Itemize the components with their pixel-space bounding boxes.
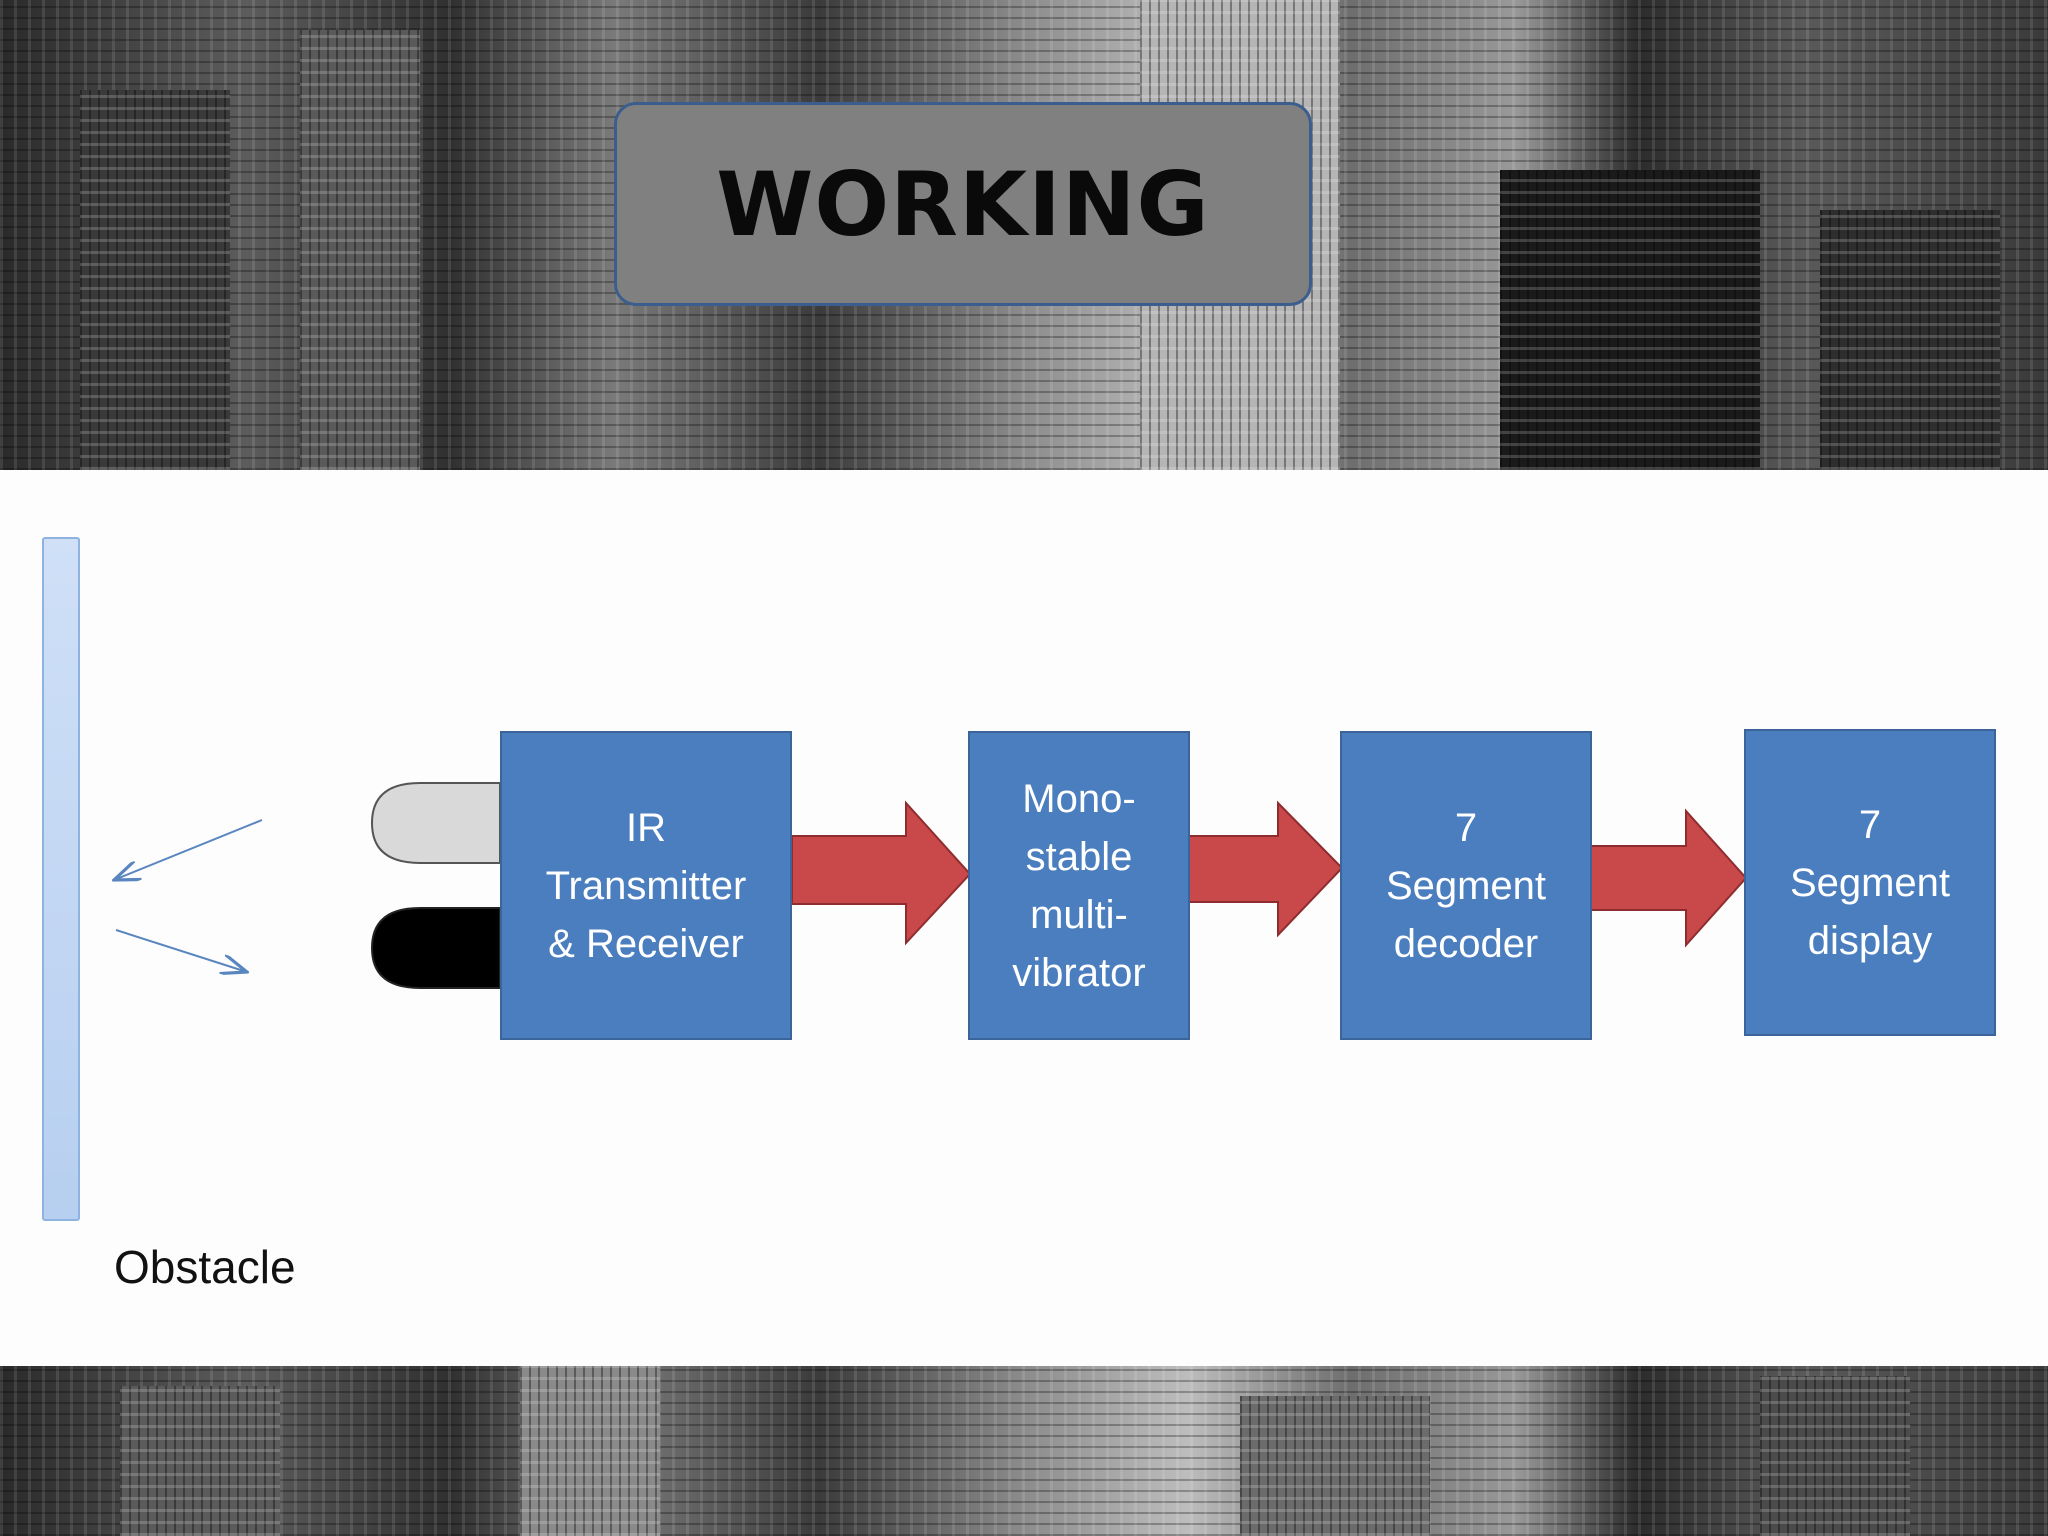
ir-ray-emitted bbox=[115, 929, 247, 972]
obstacle-label: Obstacle bbox=[114, 1241, 296, 1293]
obstacle-bar bbox=[42, 537, 80, 1221]
ir-receiver-led bbox=[370, 907, 501, 989]
arrow-decoder-to-display bbox=[1589, 808, 1748, 948]
title-box: WORKING bbox=[614, 102, 1312, 306]
ir-transmitter-led bbox=[370, 782, 501, 864]
city-background-bottom bbox=[0, 1366, 2048, 1536]
arrow-monostable-to-decoder bbox=[1187, 800, 1344, 938]
arrow-ir-to-monostable bbox=[791, 800, 972, 946]
block-7-segment-display: 7 Segment display bbox=[1744, 729, 1996, 1036]
block-ir-transmitter-receiver: IR Transmitter & Receiver bbox=[500, 731, 792, 1040]
block-7-segment-decoder: 7 Segment decoder bbox=[1340, 731, 1592, 1040]
ir-ray-reflected bbox=[114, 819, 263, 880]
block-monostable-multivibrator: Mono- stable multi- vibrator bbox=[968, 731, 1190, 1040]
slide-title: WORKING bbox=[716, 152, 1210, 256]
